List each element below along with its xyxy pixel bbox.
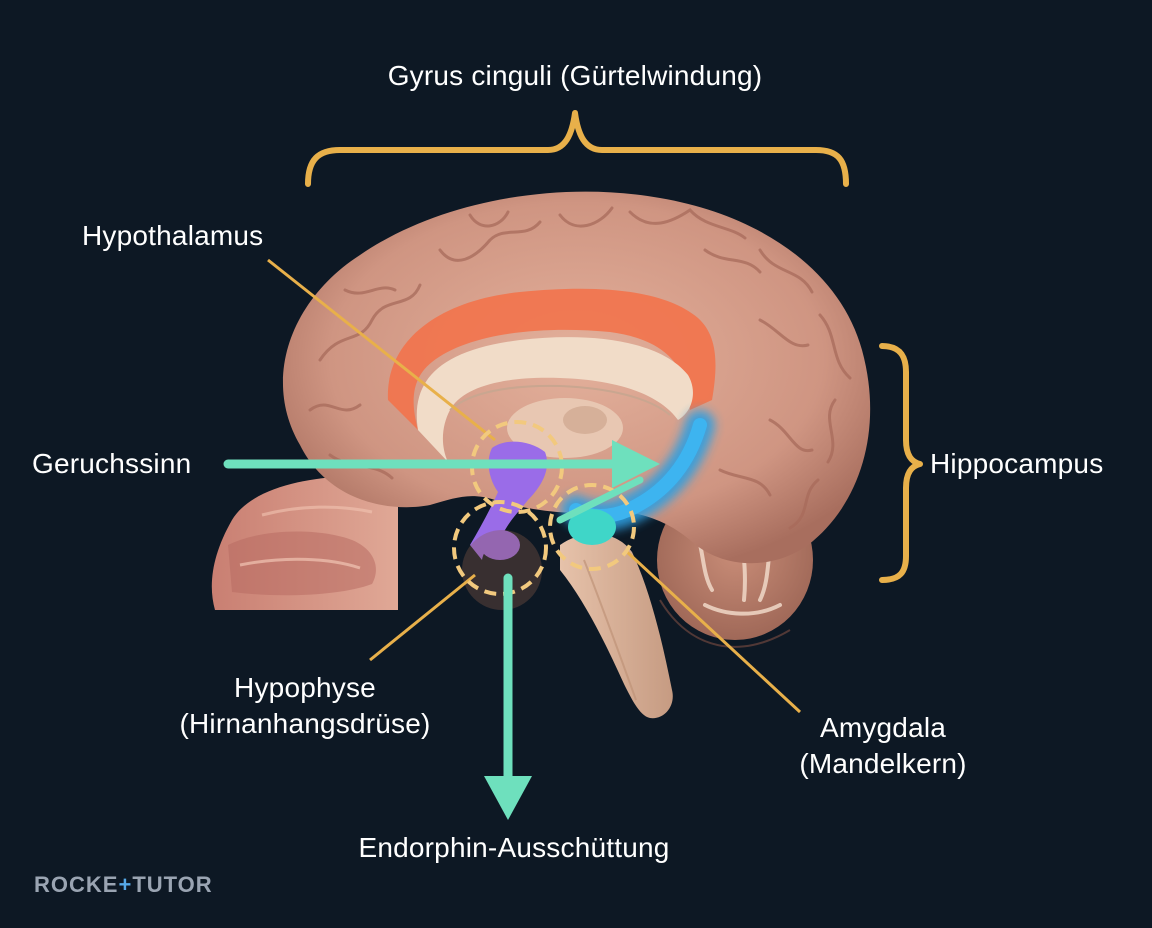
amygdala-leader [623, 548, 802, 714]
gyrus-cinguli-label: Gyrus cinguli (Gürtelwindung) [387, 60, 763, 91]
gyrus-bracket [305, 110, 849, 187]
amygdala-label-line1: Amygdala [819, 712, 947, 743]
hypophyse-label: Hypophyse (Hirnanhangsdrüse) [150, 670, 460, 742]
hypophyse-label-line2: (Hirnanhangsdrüse) [179, 708, 431, 739]
amygdala-label: Amygdala (Mandelkern) [778, 710, 988, 782]
rocketutor-logo: ROCKE+TUTOR [34, 872, 213, 898]
hippocampus-bracket [879, 343, 923, 583]
amygdala-region [568, 509, 616, 545]
hippocampus-label: Hippocampus [930, 448, 1104, 479]
nasal-cavity [211, 476, 398, 610]
amygdala-circle [548, 483, 636, 571]
logo-part1: ROCKE [34, 872, 119, 897]
corpus-callosum [416, 337, 693, 462]
logo-part2: TUTOR [132, 872, 213, 897]
geruchssinn-label: Geruchssinn [32, 448, 192, 479]
hypophyse-leader [369, 573, 476, 662]
cingulate-gyrus [387, 288, 716, 430]
hypothalamus-leader [267, 258, 496, 442]
hypothalamus-label: Hypothalamus [82, 220, 264, 251]
cerebrum [282, 191, 871, 610]
endorphin-arrow [484, 573, 532, 820]
hypothalamus-region [470, 441, 548, 560]
hypophyse-label-line1: Hypophyse [234, 672, 376, 703]
logo-plus: + [118, 872, 133, 897]
amygdala-label-line2: (Mandelkern) [799, 748, 967, 779]
endorphin-label: Endorphin-Ausschüttung [358, 832, 670, 863]
brainstem [560, 533, 673, 719]
pituitary-region [480, 530, 520, 560]
pituitary-circle [452, 500, 548, 596]
geruchssinn-arrow [223, 440, 660, 524]
